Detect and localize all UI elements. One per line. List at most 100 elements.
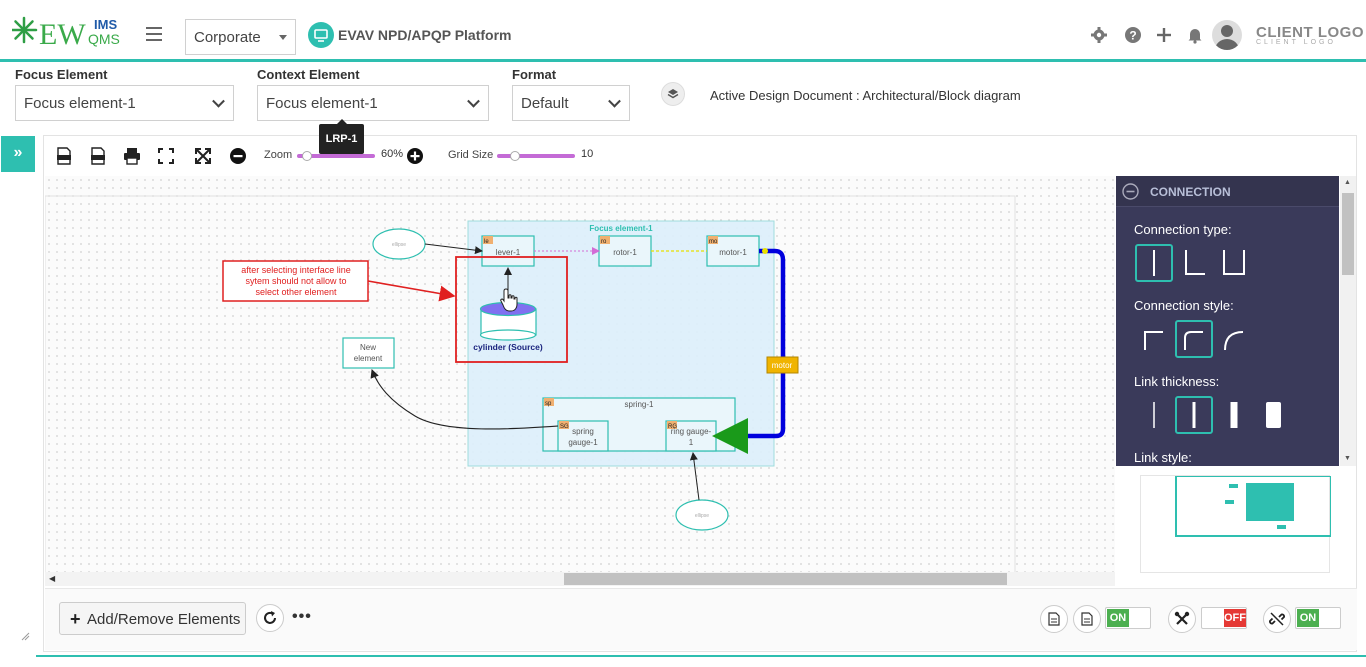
ellipse-bottom-label: ellipse [695, 513, 709, 519]
bell-icon[interactable] [1186, 26, 1204, 44]
link-spring-newelement[interactable] [370, 368, 559, 430]
avatar[interactable] [1212, 20, 1242, 50]
company-select-value: Corporate [194, 28, 261, 46]
ewqms-logo[interactable]: EW IMS QMS [10, 14, 130, 51]
link-thickness-label: Link thickness: [1134, 374, 1220, 389]
connection-style-sharp[interactable] [1135, 320, 1173, 358]
zoom-slider[interactable] [297, 154, 375, 158]
node-spring-gauge[interactable]: SG spring gauge-1 [557, 420, 609, 452]
context-element-select[interactable]: Focus element-1 [257, 85, 489, 121]
plus-icon[interactable] [1155, 26, 1173, 44]
footer-divider [36, 655, 1366, 657]
minimap[interactable] [1140, 475, 1332, 573]
connection-panel-header[interactable]: CONNECTION [1116, 176, 1339, 207]
active-design-document: Active Design Document : Architectural/B… [710, 88, 1021, 103]
connection-style-curved[interactable] [1215, 320, 1253, 358]
help-icon[interactable]: ? [1124, 26, 1142, 44]
scroll-left-icon[interactable]: ◀ [49, 574, 56, 583]
connection-panel: CONNECTION Connection type: Connection s… [1116, 176, 1339, 466]
format-select[interactable]: Default [512, 85, 630, 121]
new-element-label-2: element [354, 354, 383, 363]
node-rotor[interactable]: ro rotor-1 [598, 235, 652, 267]
chevron-down-icon [608, 94, 621, 108]
link-style-label: Link style: [1134, 450, 1192, 465]
ring-gauge-tag: RG [668, 424, 677, 430]
svg-export-icon[interactable] [55, 147, 73, 165]
resize-handle-icon[interactable] [20, 628, 30, 641]
tools-icon[interactable] [1168, 605, 1196, 633]
link-thickness-4[interactable] [1255, 396, 1293, 434]
menu-icon[interactable] [146, 27, 162, 41]
toggle-1[interactable]: ON [1105, 607, 1151, 629]
node-new-element[interactable]: New element [342, 337, 395, 369]
spring-tag: sp [545, 401, 552, 407]
link-thickness-1[interactable] [1135, 396, 1173, 434]
node-ellipse-top[interactable]: ellipse [372, 228, 426, 260]
layers-icon[interactable] [661, 82, 685, 106]
toggle-2[interactable]: OFF [1201, 607, 1247, 629]
filter-bar: Focus Element Context Element Format [0, 63, 1366, 127]
ring-gauge-label-2: 1 [689, 438, 694, 447]
collapse-icon[interactable] [1122, 183, 1139, 200]
add-remove-elements-label: Add/Remove Elements [87, 611, 241, 628]
expand-sidebar-button[interactable]: » [1, 136, 35, 172]
zoom-in-icon[interactable] [406, 147, 424, 165]
add-remove-elements-button[interactable]: + Add/Remove Elements [59, 602, 246, 635]
print-icon[interactable] [123, 147, 141, 165]
app-header: EW IMS QMS Corporate EVAV NPD/APQP Platf… [0, 0, 1366, 62]
context-element-value: Focus element-1 [266, 94, 378, 112]
refresh-icon[interactable] [256, 604, 284, 632]
client-logo-text: CLIENT LOGO [1256, 24, 1364, 41]
expand-icon[interactable] [194, 147, 212, 165]
annotation-line-2: sytem should not allow to [245, 276, 346, 286]
fit-screen-icon[interactable] [157, 147, 175, 165]
grid-size-slider[interactable] [497, 154, 575, 158]
link-motor-ringgauge[interactable] [712, 248, 786, 454]
zoom-value: 60% [381, 148, 404, 160]
toggle-3[interactable]: ON [1295, 607, 1341, 629]
unlink-icon[interactable] [1263, 605, 1291, 633]
company-select[interactable]: Corporate [185, 19, 296, 55]
connection-type-u[interactable] [1215, 244, 1253, 282]
scroll-up-icon[interactable]: ▲ [1344, 179, 1351, 186]
diagram-canvas[interactable]: Focus element-1 le lever-1 ro rotor-1 mo… [45, 176, 1115, 572]
document-icon-1[interactable] [1040, 605, 1068, 633]
spring-gauge-tag: SG [560, 424, 569, 430]
logo-sub-bottom: QMS [88, 31, 120, 47]
canvas-scroll-thumb[interactable] [564, 573, 1007, 585]
connection-type-straight[interactable] [1135, 244, 1173, 282]
png-export-icon[interactable] [89, 147, 107, 165]
more-options-icon[interactable]: ••• [292, 608, 312, 625]
link-thickness-2[interactable] [1175, 396, 1213, 434]
annotation-callout: after selecting interface line sytem sho… [222, 260, 456, 302]
link-ellipse-lever[interactable] [424, 243, 483, 255]
annotation-line-3: select other element [255, 287, 337, 297]
hand-cursor-icon [500, 288, 518, 312]
link-thickness-3[interactable] [1215, 396, 1253, 434]
connection-panel-title: CONNECTION [1150, 185, 1231, 199]
link-ellipse-ringgauge[interactable] [689, 452, 700, 501]
ellipse-top-label: ellipse [392, 242, 406, 248]
focus-element-select[interactable]: Focus element-1 [15, 85, 234, 121]
motor-tag: mo [709, 239, 718, 245]
zoom-slider-handle[interactable] [302, 151, 312, 161]
connection-type-elbow[interactable] [1175, 244, 1213, 282]
panel-scroll-thumb[interactable] [1342, 193, 1354, 275]
context-tooltip: LRP-1 [319, 119, 364, 154]
node-ellipse-bottom[interactable]: ellipse [675, 499, 729, 531]
link-label-motor: motor [772, 361, 793, 370]
gear-icon[interactable] [1090, 26, 1108, 44]
document-icon-2[interactable] [1073, 605, 1101, 633]
node-motor[interactable]: mo motor-1 [706, 235, 760, 267]
node-ring-gauge[interactable]: RG ring gauge- 1 [665, 420, 717, 452]
grid-size-slider-handle[interactable] [510, 151, 520, 161]
zoom-out-icon[interactable] [229, 147, 247, 165]
scroll-down-icon[interactable]: ▼ [1344, 455, 1351, 462]
node-cylinder-source[interactable]: cylinder (Source) [455, 256, 568, 363]
svg-text:?: ? [1129, 29, 1136, 43]
zoom-label: Zoom [264, 149, 293, 161]
lever-label: lever-1 [496, 248, 521, 257]
logo-main: EW [39, 18, 86, 50]
node-lever[interactable]: le lever-1 [481, 235, 535, 267]
connection-style-rounded[interactable] [1175, 320, 1213, 358]
